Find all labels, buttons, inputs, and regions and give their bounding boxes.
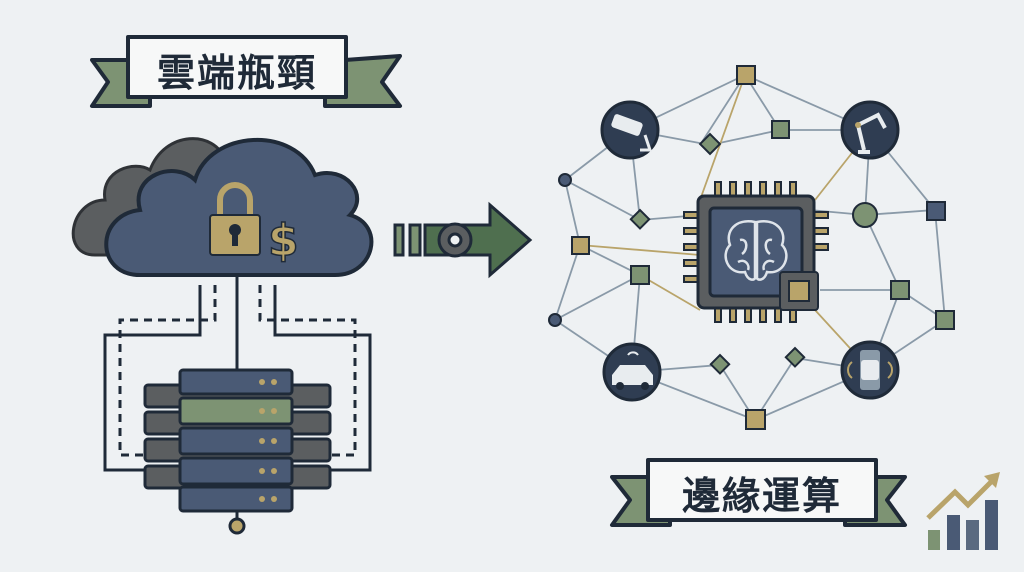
small-chip-icon — [779, 271, 819, 311]
camera-icon — [600, 100, 660, 160]
dollar-icon: $ — [268, 215, 299, 266]
server-rack-icon — [143, 368, 332, 513]
cloud-server-connections — [103, 275, 372, 520]
cloud-icon — [104, 138, 374, 277]
lock-icon — [209, 182, 261, 256]
smartwatch-icon — [840, 340, 900, 400]
right-banner — [610, 458, 907, 527]
edge-nodes — [548, 65, 955, 430]
brain-icon — [724, 220, 788, 281]
left-banner — [90, 35, 402, 108]
network-node — [228, 517, 246, 535]
gear-arrow-icon — [393, 201, 533, 279]
server-lights — [259, 379, 277, 502]
right-title: 邊緣運算 — [681, 474, 842, 518]
robot-arm-icon — [840, 100, 900, 160]
growth-chart-icon — [926, 472, 1000, 550]
left-title: 雲端瓶頸 — [156, 51, 317, 95]
car-icon — [602, 342, 662, 402]
